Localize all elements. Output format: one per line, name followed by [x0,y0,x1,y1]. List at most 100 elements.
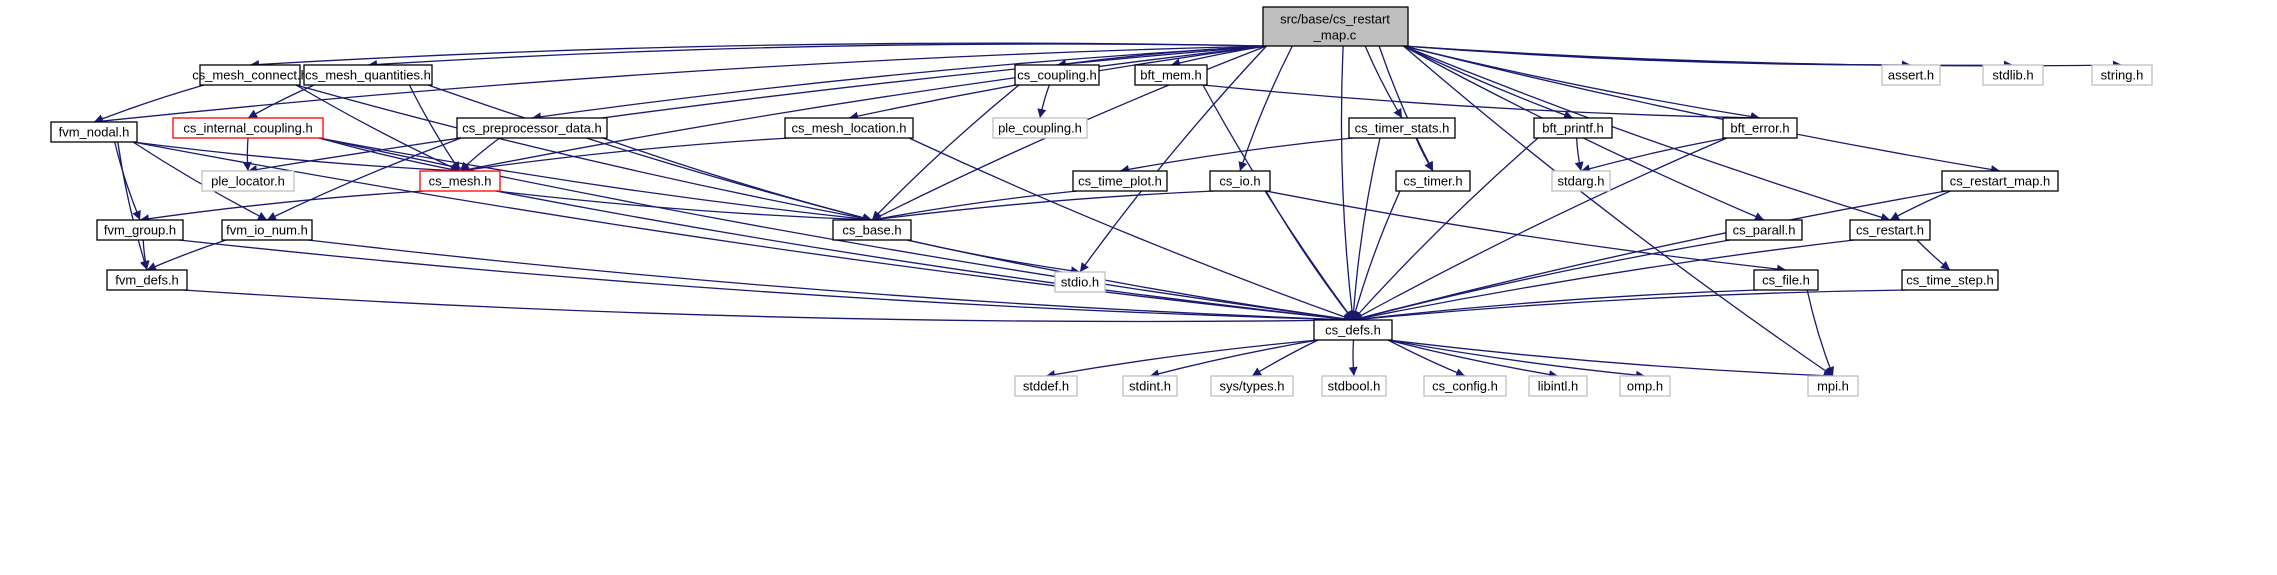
edge-root-to-ple-locator [247,45,1267,174]
node-cs-defs[interactable]: cs_defs.h [1313,319,1393,341]
node-fvm-group[interactable]: fvm_group.h [96,219,184,241]
node-label: fvm_defs.h [115,273,179,288]
node-bft-mem[interactable]: bft_mem.h [1134,64,1208,86]
node-box [1054,271,1106,293]
node-cs-restart[interactable]: cs_restart.h [1849,219,1931,241]
node-box [1209,170,1271,192]
edge-root-to-cs-mesh [459,45,1267,174]
edge-fvm-nodal-to-fvm-io-num [132,141,268,221]
node-stdbool: stdbool.h [1321,375,1387,397]
edge-root-to-bft-printf [1403,45,1574,120]
node-libintl: libintl.h [1528,375,1588,397]
node-label: stdint.h [1129,379,1171,394]
edge-cs-mesh-location-to-cs-defs [908,137,1354,322]
edge-cs-mesh-connect-to-cs-mesh [295,84,461,172]
node-cs-time-plot[interactable]: cs_time_plot.h [1072,170,1168,192]
node-label: cs_io.h [1219,174,1260,189]
edge-fvm-io-num-to-fvm-defs [146,239,227,271]
edge-cs-internal-coupling-to-cs-base [318,137,873,224]
root-label-line1: src/base/cs_restart [1280,12,1390,27]
node-label: cs_coupling.h [1017,68,1097,83]
node-cs-io[interactable]: cs_io.h [1209,170,1271,192]
node-box [1313,319,1393,341]
node-label: cs_timer.h [1403,174,1462,189]
node-label: cs_mesh.h [429,174,492,189]
node-cs-timer[interactable]: cs_timer.h [1395,170,1471,192]
edge-root-to-cs-timer [1378,45,1434,172]
node-cs-mesh-connect[interactable]: cs_mesh_connect.h [192,64,308,86]
node-cs-file[interactable]: cs_file.h [1753,269,1819,291]
edge-bft-error-to-cs-defs [1352,137,1728,321]
node-box [1321,375,1387,397]
node-cs-internal-coupling[interactable]: cs_internal_coupling.h [172,117,324,139]
node-box [456,117,608,139]
node-box [1210,375,1294,397]
edge-fvm-group-to-cs-defs [178,239,1354,325]
edge-cs-mesh-quantities-to-cs-base [427,84,873,223]
edge-cs-internal-coupling-to-cs-mesh [318,137,461,174]
node-stdio: stdio.h [1054,271,1106,293]
node-label: stddef.h [1023,379,1069,394]
edge-cs-file-to-cs-defs [1352,289,1759,324]
edge-cs-io-to-cs-defs [1265,190,1354,321]
edge-bft-printf-to-cs-defs [1352,137,1539,321]
node-label: cs_time_plot.h [1078,174,1162,189]
node-label: fvm_group.h [104,223,176,238]
node-label: cs_restart.h [1856,223,1924,238]
edge-cs-mesh-quantities-to-cs-internal-coupling [247,84,315,119]
edge-cs-file-to-mpi [1806,289,1834,377]
edge-cs-mesh-quantities-to-cs-mesh [408,84,461,172]
node-ple-locator: ple_locator.h [201,170,295,192]
node-cs-mesh-location[interactable]: cs_mesh_location.h [784,117,914,139]
edge-bft-printf-to-stdarg [1574,137,1584,172]
node-box [1134,64,1208,86]
node-label: cs_config.h [1432,379,1498,394]
node-sys-types: sys/types.h [1210,375,1294,397]
edge-cs-timer-to-cs-defs [1351,190,1401,321]
node-cs-mesh-quantities[interactable]: cs_mesh_quantities.h [303,64,433,86]
node-cs-mesh[interactable]: cs_mesh.h [419,170,501,192]
root-node[interactable]: src/base/cs_restart _map.c [1262,6,1409,47]
node-cs-preprocessor-data[interactable]: cs_preprocessor_data.h [456,117,608,139]
node-box [1807,375,1859,397]
node-cs-base[interactable]: cs_base.h [832,219,912,241]
node-label: sys/types.h [1219,379,1284,394]
node-fvm-defs[interactable]: fvm_defs.h [106,269,188,291]
node-box [1901,269,1999,291]
node-fvm-nodal[interactable]: fvm_nodal.h [50,121,138,143]
node-label: mpi.h [1817,379,1849,394]
edge-root-to-cs-io [1238,45,1293,172]
node-fvm-io-num[interactable]: fvm_io_num.h [221,219,313,241]
node-bft-printf[interactable]: bft_printf.h [1533,117,1613,139]
edge-cs-time-step-to-cs-defs [1352,289,1907,324]
node-cs-timer-stats[interactable]: cs_timer_stats.h [1348,117,1456,139]
node-box [1348,117,1456,139]
node-stdint: stdint.h [1122,375,1178,397]
node-label: fvm_io_num.h [226,223,308,238]
node-cs-coupling[interactable]: cs_coupling.h [1014,64,1100,86]
root-label-line2: _map.c [1313,28,1357,43]
node-bft-error[interactable]: bft_error.h [1722,117,1798,139]
edge-root-to-cs-restart-map [1403,45,2001,174]
edge-fvm-nodal-to-cs-defs [132,141,1354,324]
edge-fvm-group-to-fvm-defs [140,239,150,271]
node-label: libintl.h [1538,379,1578,394]
node-cs-parall[interactable]: cs_parall.h [1725,219,1803,241]
edge-bft-error-to-stdarg [1580,137,1728,173]
edge-cs-timer-stats-to-cs-timer [1415,137,1434,172]
edge-cs-mesh-to-cs-defs [495,190,1354,324]
edge-fvm-nodal-to-cs-mesh [132,141,461,176]
node-label: cs_preprocessor_data.h [462,121,601,136]
node-cs-restart-map[interactable]: cs_restart_map.h [1941,170,2059,192]
edge-cs-internal-coupling-to-ple-locator [242,137,252,172]
node-mpi: mpi.h [1807,375,1859,397]
edge-fvm-nodal-to-fvm-group [114,141,141,221]
edge-cs-defs-to-mpi [1387,339,1834,381]
node-label: stdio.h [1061,275,1099,290]
edge-root-to-stdio [1079,45,1267,273]
node-cs-time-step[interactable]: cs_time_step.h [1901,269,1999,291]
edge-cs-timer-stats-to-cs-time-plot [1119,137,1354,174]
edge-cs-defs-to-omp [1387,339,1646,380]
node-box [199,64,301,86]
